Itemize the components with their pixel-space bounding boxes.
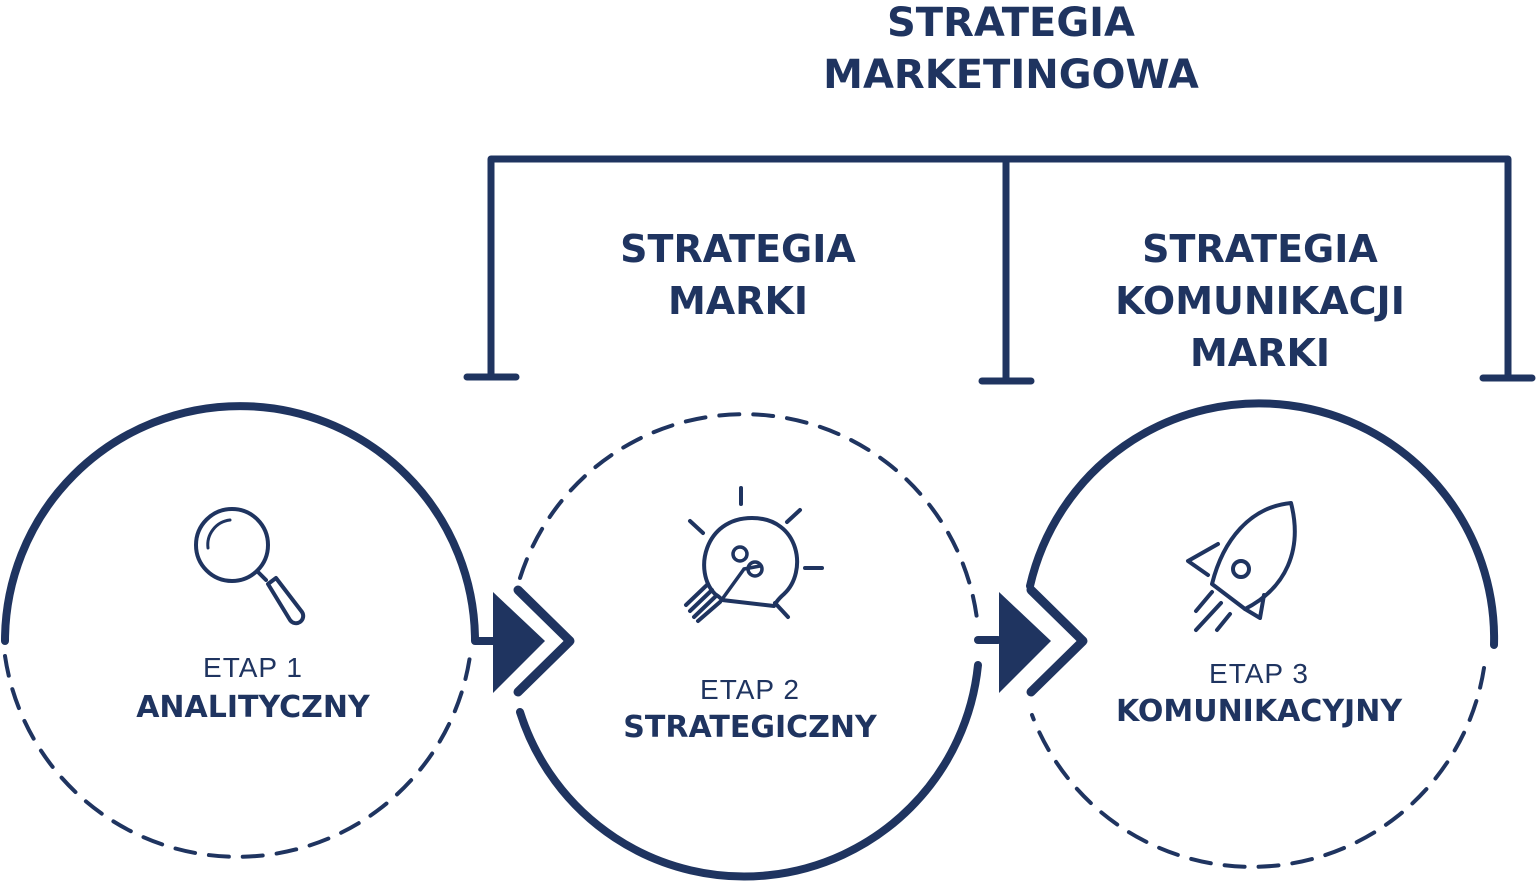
stage-2-etap: ETAP 2	[700, 674, 800, 705]
branch-2-line-3: MARKI	[1190, 331, 1330, 375]
branch-1-line-2: MARKI	[668, 279, 808, 323]
bracket	[463, 155, 1536, 385]
title-line-2: MARKETINGOWA	[823, 52, 1199, 98]
stage-1-name: ANALITYCZNY	[136, 690, 371, 725]
stage-2-circle	[516, 412, 1002, 881]
arrow-2-icon	[999, 585, 1088, 697]
stage-2-name: STRATEGICZNY	[623, 710, 878, 745]
stage-1-etap: ETAP 1	[203, 652, 303, 683]
stage-1-circle	[1, 402, 497, 859]
branch-2-line-2: KOMUNIKACJI	[1115, 279, 1405, 323]
stage-3-circle	[1026, 399, 1499, 869]
arrow-1-icon	[493, 585, 575, 697]
branch-1-line-1: STRATEGIA	[620, 227, 856, 271]
lightbulb-icon	[684, 486, 824, 623]
title-line-1: STRATEGIA	[887, 0, 1135, 46]
rocket-icon	[1186, 501, 1297, 632]
stage-3-etap: ETAP 3	[1209, 658, 1309, 689]
branch-2-line-1: STRATEGIA	[1142, 227, 1378, 271]
magnifier-icon	[194, 507, 306, 626]
stage-3-name: KOMUNIKACYJNY	[1116, 694, 1403, 729]
